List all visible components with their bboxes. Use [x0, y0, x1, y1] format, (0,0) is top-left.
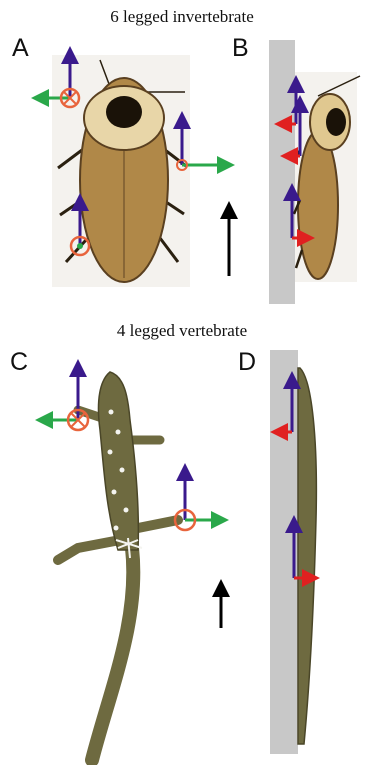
panel-letter-a: A [12, 34, 29, 62]
gecko-illustration [298, 368, 316, 744]
panel-letter-b: B [232, 34, 249, 62]
wall-surface [269, 40, 295, 304]
section-title-invertebrate: 6 legged invertebrate [110, 7, 254, 26]
panel-c-gecko-top-view [44, 368, 221, 760]
panel-a-cockroach-top-view [40, 55, 229, 287]
panel-letter-c: C [10, 348, 28, 376]
panel-b-cockroach-side-view [269, 40, 360, 304]
front-left-foot-forces-gecko [44, 368, 88, 430]
section-title-vertebrate: 4 legged vertebrate [117, 321, 247, 340]
foot-contact-dot [77, 243, 83, 249]
panel-letter-d: D [238, 348, 256, 376]
panel-d-gecko-side-view [270, 350, 316, 754]
